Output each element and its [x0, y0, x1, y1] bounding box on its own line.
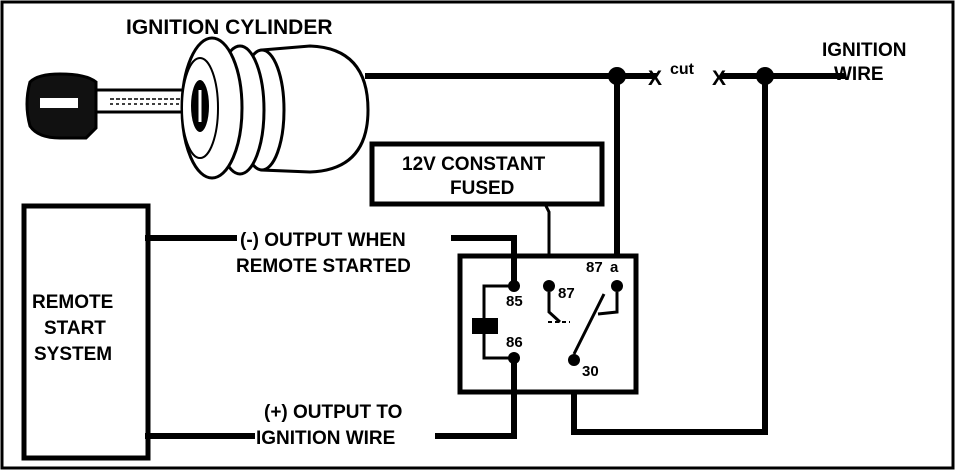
wire-pos-to-86: [435, 357, 517, 439]
remote-label-line1: REMOTE: [32, 292, 113, 313]
neg-output-label-line1: (-) OUTPUT WHEN: [240, 230, 406, 251]
contact-87a-lead: [597, 292, 619, 316]
pin-86-label: 86: [506, 334, 523, 351]
contact-87-lead: [547, 292, 562, 324]
neg-output-label-line2: REMOTE STARTED: [236, 256, 411, 277]
pin-87a-label: 87: [586, 259, 603, 276]
pin-87-dot: [543, 280, 555, 292]
wire-neg-to-85: [451, 235, 517, 287]
ignition-cylinder-label: IGNITION CYLINDER: [126, 16, 333, 39]
constant-label-line2: FUSED: [450, 178, 514, 199]
ignition-cylinder-icon: [180, 36, 370, 180]
key-icon: [25, 72, 202, 140]
ignition-wire-label-line2: WIRE: [834, 64, 884, 85]
cut-label: cut: [670, 61, 695, 78]
cut-mark-left: X: [648, 67, 662, 90]
pin-87a-suffix: a: [610, 259, 619, 276]
switch-arm: [572, 293, 606, 355]
pos-output-label-line2: IGNITION WIRE: [256, 428, 395, 449]
cut-mark-right: X: [712, 67, 726, 90]
constant-label-line1: 12V CONSTANT: [402, 154, 546, 175]
remote-label-line2: START: [44, 318, 106, 339]
pin-85-label: 85: [506, 293, 523, 310]
pin-87a-dot: [611, 280, 623, 292]
pin-30-dot: [568, 354, 580, 366]
remote-start-box: [21, 203, 151, 461]
pin-87-label: 87: [558, 285, 575, 302]
constant-12v-box: [369, 141, 605, 207]
ignition-wire-label-line1: IGNITION: [822, 40, 906, 61]
pos-output-label-line1: (+) OUTPUT TO: [264, 402, 402, 423]
remote-label-line3: SYSTEM: [34, 344, 112, 365]
wire-ignition-to-30: [571, 73, 768, 435]
pin-30-label: 30: [582, 363, 599, 380]
coil-lead-top: [482, 284, 514, 318]
relay-coil: [472, 318, 498, 334]
coil-lead-bottom: [482, 334, 514, 360]
